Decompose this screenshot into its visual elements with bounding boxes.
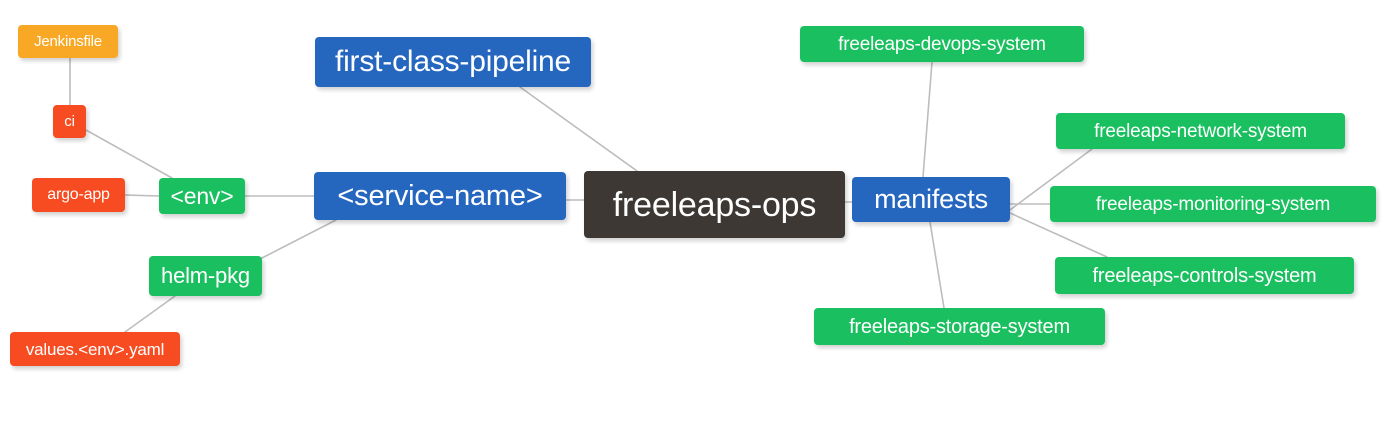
edge-helm-pkg-to-values-yaml xyxy=(124,295,176,333)
node-freeleaps-controls-system[interactable]: freeleaps-controls-system xyxy=(1055,257,1354,294)
node-label-freeleaps-storage-system: freeleaps-storage-system xyxy=(849,315,1070,338)
node-label-service-name: <service-name> xyxy=(337,179,543,212)
edge-argo-app-to-env xyxy=(124,194,160,197)
edge-first-class-pipeline-to-freeleaps-ops xyxy=(519,86,638,172)
node-label-ci: ci xyxy=(64,113,75,130)
node-freeleaps-ops[interactable]: freeleaps-ops xyxy=(584,171,845,238)
node-label-freeleaps-ops: freeleaps-ops xyxy=(612,185,817,224)
node-freeleaps-storage-system[interactable]: freeleaps-storage-system xyxy=(814,308,1105,345)
node-label-argo-app: argo-app xyxy=(47,186,110,203)
node-values-yaml[interactable]: values.<env>.yaml xyxy=(10,332,180,366)
node-label-freeleaps-devops-system: freeleaps-devops-system xyxy=(838,33,1046,55)
node-label-helm-pkg: helm-pkg xyxy=(161,263,250,288)
edge-service-name-to-helm-pkg xyxy=(261,219,337,259)
node-label-env: <env> xyxy=(170,182,234,209)
node-service-name[interactable]: <service-name> xyxy=(314,172,566,220)
node-manifests[interactable]: manifests xyxy=(852,177,1010,222)
node-label-values-yaml: values.<env>.yaml xyxy=(25,339,165,359)
edge-ci-to-env xyxy=(85,129,173,179)
node-label-freeleaps-monitoring-system: freeleaps-monitoring-system xyxy=(1095,193,1331,215)
node-label-jenkinsfile: Jenkinsfile xyxy=(34,33,102,50)
node-helm-pkg[interactable]: helm-pkg xyxy=(149,256,262,296)
edge-manifests-to-freeleaps-storage-system xyxy=(929,221,945,309)
node-argo-app[interactable]: argo-app xyxy=(32,178,125,212)
node-label-first-class-pipeline: first-class-pipeline xyxy=(334,45,572,78)
node-label-manifests: manifests xyxy=(874,184,988,214)
node-label-freeleaps-controls-system: freeleaps-controls-system xyxy=(1092,264,1317,287)
node-freeleaps-network-system[interactable]: freeleaps-network-system xyxy=(1056,113,1345,149)
node-jenkinsfile[interactable]: Jenkinsfile xyxy=(18,25,118,58)
node-label-freeleaps-network-system: freeleaps-network-system xyxy=(1094,120,1307,142)
edge-manifests-to-freeleaps-devops-system xyxy=(922,61,933,178)
node-ci[interactable]: ci xyxy=(53,105,86,138)
node-freeleaps-devops-system[interactable]: freeleaps-devops-system xyxy=(800,26,1084,62)
node-env[interactable]: <env> xyxy=(159,178,245,214)
node-first-class-pipeline[interactable]: first-class-pipeline xyxy=(315,37,591,87)
node-freeleaps-monitoring-system[interactable]: freeleaps-monitoring-system xyxy=(1050,186,1376,222)
